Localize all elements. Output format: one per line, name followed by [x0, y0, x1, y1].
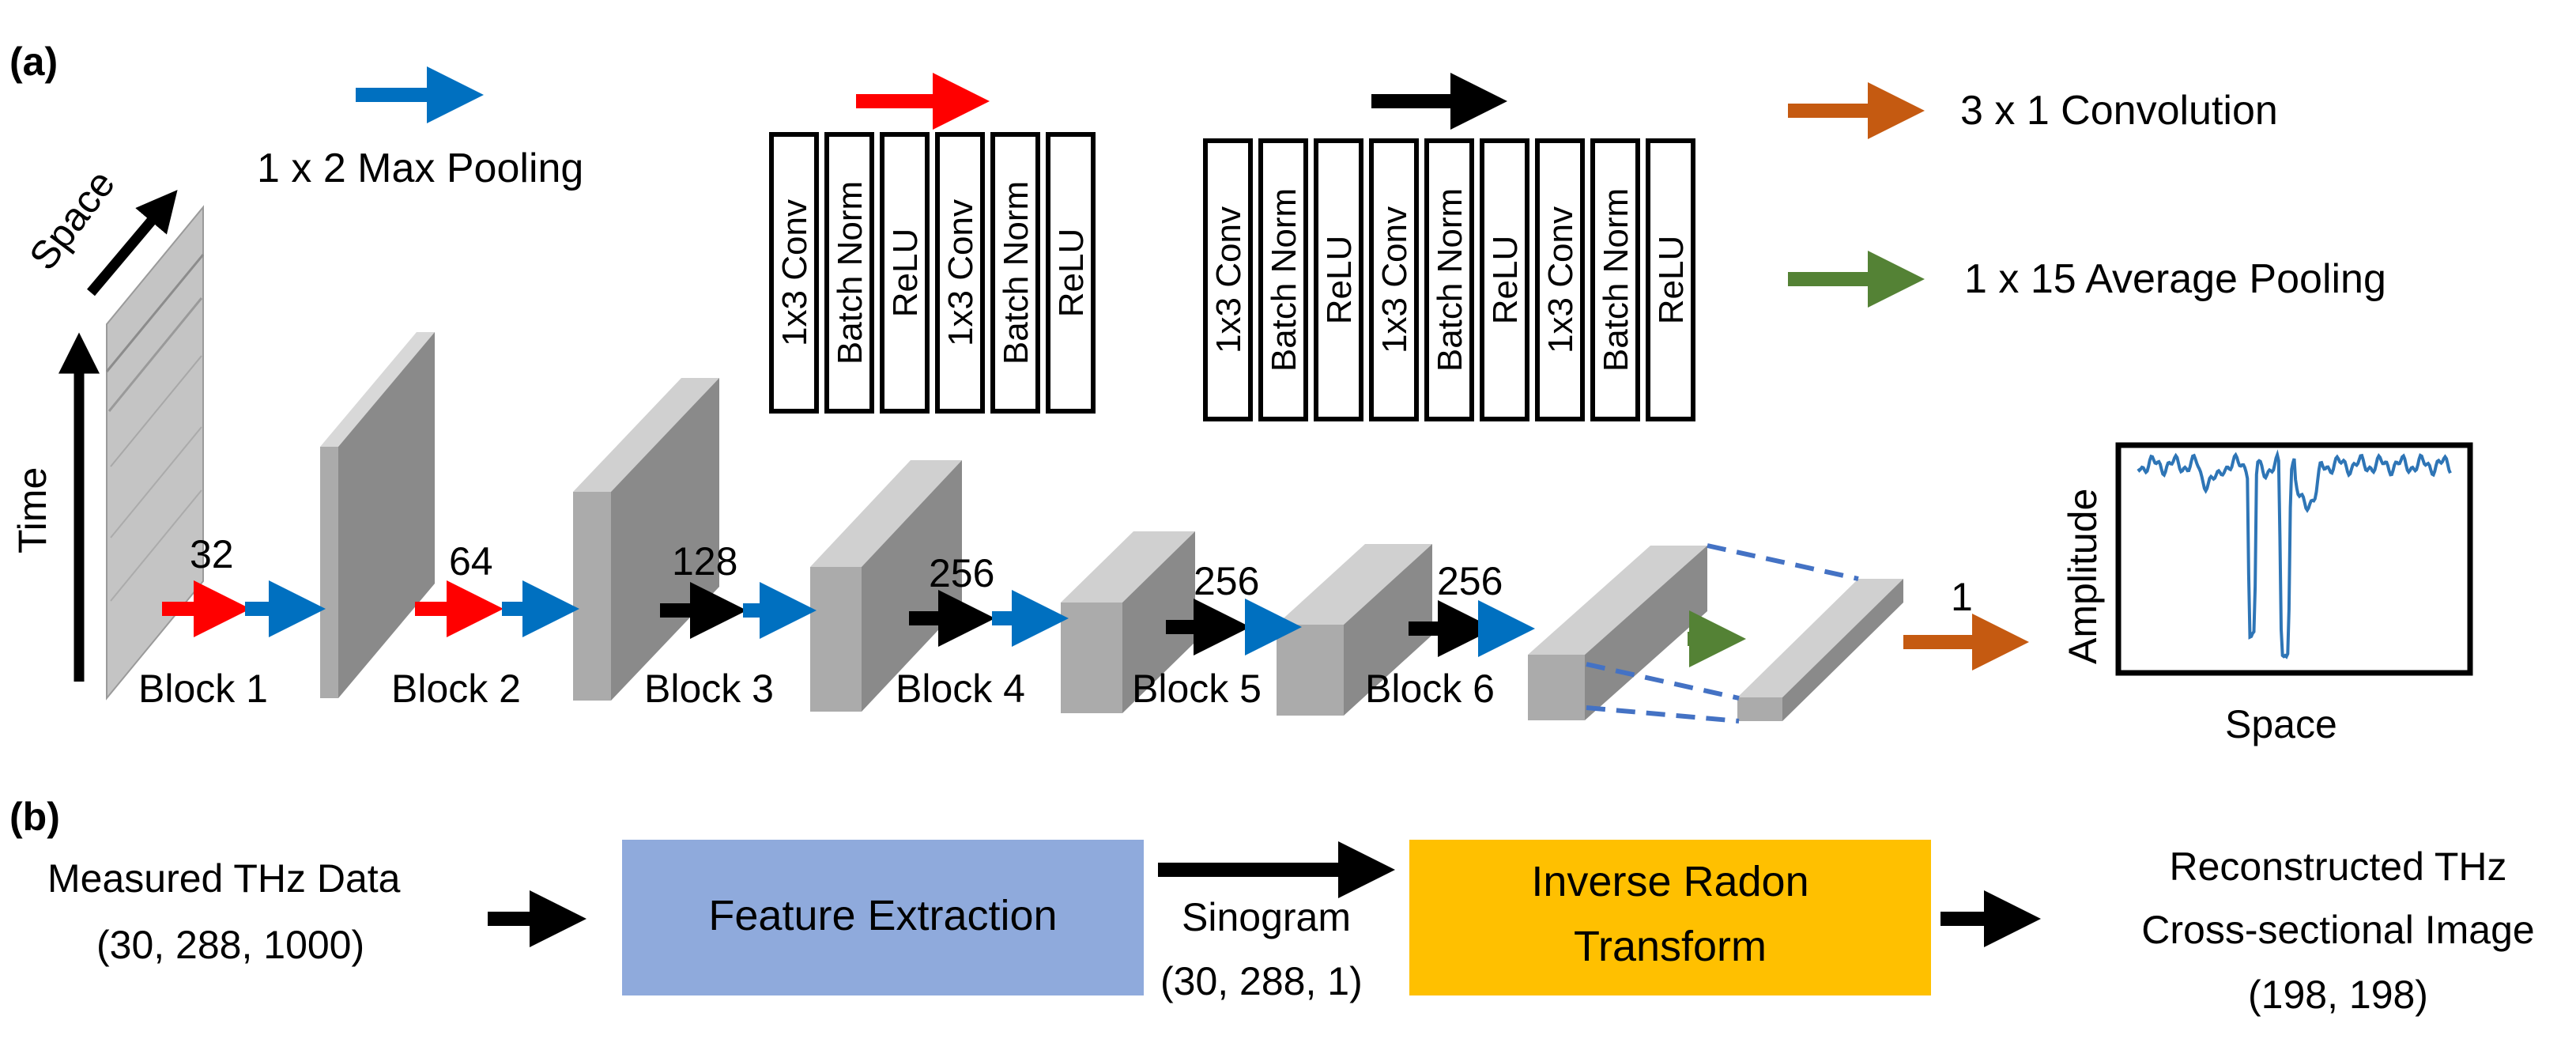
- layer-box: [1203, 138, 1253, 421]
- feature-map-2: [573, 378, 719, 701]
- block-3-label: Block 3: [644, 667, 774, 711]
- space-plot-axis-label: Space: [2225, 702, 2337, 746]
- space-axis-arrow: [87, 190, 178, 297]
- layer-label: Batch Norm: [1431, 188, 1469, 372]
- layer-label: ReLU: [886, 229, 925, 318]
- amplitude-signal-line: [2137, 449, 2452, 659]
- layer-label: 1x3 Conv: [1375, 206, 1414, 353]
- black-arrow-block-layers: 1x3 Conv Batch Norm ReLU 1x3 Conv Batch Norm…: [1203, 138, 1695, 421]
- layer-label: Batch Norm: [997, 181, 1035, 365]
- layer-label: 1x3 Conv: [941, 199, 980, 346]
- layer-box: [824, 132, 874, 414]
- projection-dashed-lines: [1586, 543, 1859, 723]
- feature-extraction-label: Feature Extraction: [708, 892, 1057, 939]
- sinogram-label: Sinogram: [1182, 895, 1351, 939]
- block-1-label: Block 1: [138, 667, 268, 711]
- red-arrow-block-layers: 1x3 Conv Batch Norm ReLU 1x3 Conv Batch Norm…: [769, 132, 1096, 414]
- block-5-label: Block 5: [1132, 667, 1262, 711]
- channel-count-3: 128: [672, 539, 737, 584]
- layer-box: [1424, 138, 1474, 421]
- layer-label: 1x3 Conv: [1541, 206, 1580, 353]
- reconstructed-label-line1: Reconstructed THz: [2169, 844, 2506, 889]
- channel-count-1: 32: [190, 532, 234, 576]
- layer-label: 1x3 Conv: [775, 199, 814, 346]
- feature-map-1: [320, 332, 435, 698]
- space-axis-label: Space: [21, 162, 123, 278]
- layer-box: [990, 132, 1040, 414]
- channel-count-5: 256: [1194, 559, 1259, 603]
- layer-label: ReLU: [1052, 229, 1091, 318]
- measured-data-shape: (30, 288, 1000): [96, 923, 364, 967]
- channel-count-6: 256: [1437, 559, 1503, 603]
- layer-label: Batch Norm: [831, 181, 869, 365]
- layer-box: [1258, 138, 1308, 421]
- time-axis-label: Time: [10, 467, 55, 553]
- layer-label: Batch Norm: [1265, 188, 1303, 372]
- measured-data-label: Measured THz Data: [47, 856, 401, 901]
- feature-extraction-box: [622, 840, 1144, 995]
- channel-count-2: 64: [449, 539, 493, 584]
- layer-box: [1314, 138, 1363, 421]
- amplitude-plot-frame: [2115, 442, 2473, 676]
- inverse-radon-label-line2: Transform: [1574, 923, 1767, 970]
- block-4-label: Block 4: [896, 667, 1025, 711]
- inverse-radon-box: [1409, 840, 1931, 995]
- layer-box: [1046, 132, 1096, 414]
- sinogram-shape: (30, 288, 1): [1160, 959, 1363, 1003]
- conv-legend-label: 3 x 1 Convolution: [1960, 88, 2278, 134]
- avg-pool-output-map: [1737, 579, 1903, 721]
- layer-box: [1369, 138, 1419, 421]
- layer-box: [1480, 138, 1529, 421]
- input-data-slab: [105, 205, 205, 701]
- layer-box: [1646, 138, 1695, 421]
- block-6-label: Block 6: [1365, 667, 1495, 711]
- amplitude-axis-label: Amplitude: [2061, 489, 2105, 664]
- channel-count-4: 256: [929, 551, 994, 595]
- layer-box: [1535, 138, 1585, 421]
- layer-box: [880, 132, 930, 414]
- layer-box: [935, 132, 985, 414]
- block-2-label: Block 2: [391, 667, 521, 711]
- inverse-radon-label-line1: Inverse Radon: [1531, 858, 1808, 905]
- reconstructed-label-line3: (198, 198): [2248, 973, 2428, 1017]
- layer-label: ReLU: [1320, 236, 1359, 325]
- layer-box: [1590, 138, 1640, 421]
- layer-label: 1x3 Conv: [1209, 206, 1248, 353]
- max-pool-legend-label: 1 x 2 Max Pooling: [257, 145, 583, 191]
- output-channel-count: 1: [1951, 575, 1973, 619]
- layer-label: Batch Norm: [1597, 188, 1635, 372]
- layer-box: [769, 132, 819, 414]
- feature-map-6: [1528, 546, 1707, 720]
- reconstructed-label-line2: Cross-sectional Image: [2141, 908, 2534, 952]
- feature-map-4: [1061, 531, 1195, 713]
- avg-pool-legend-label: 1 x 15 Average Pooling: [1964, 256, 2386, 302]
- layer-label: ReLU: [1486, 236, 1525, 325]
- feature-map-3: [810, 460, 962, 712]
- layer-label: ReLU: [1652, 236, 1691, 325]
- panel-b-label: (b): [9, 795, 60, 839]
- panel-a-label: (a): [9, 40, 58, 84]
